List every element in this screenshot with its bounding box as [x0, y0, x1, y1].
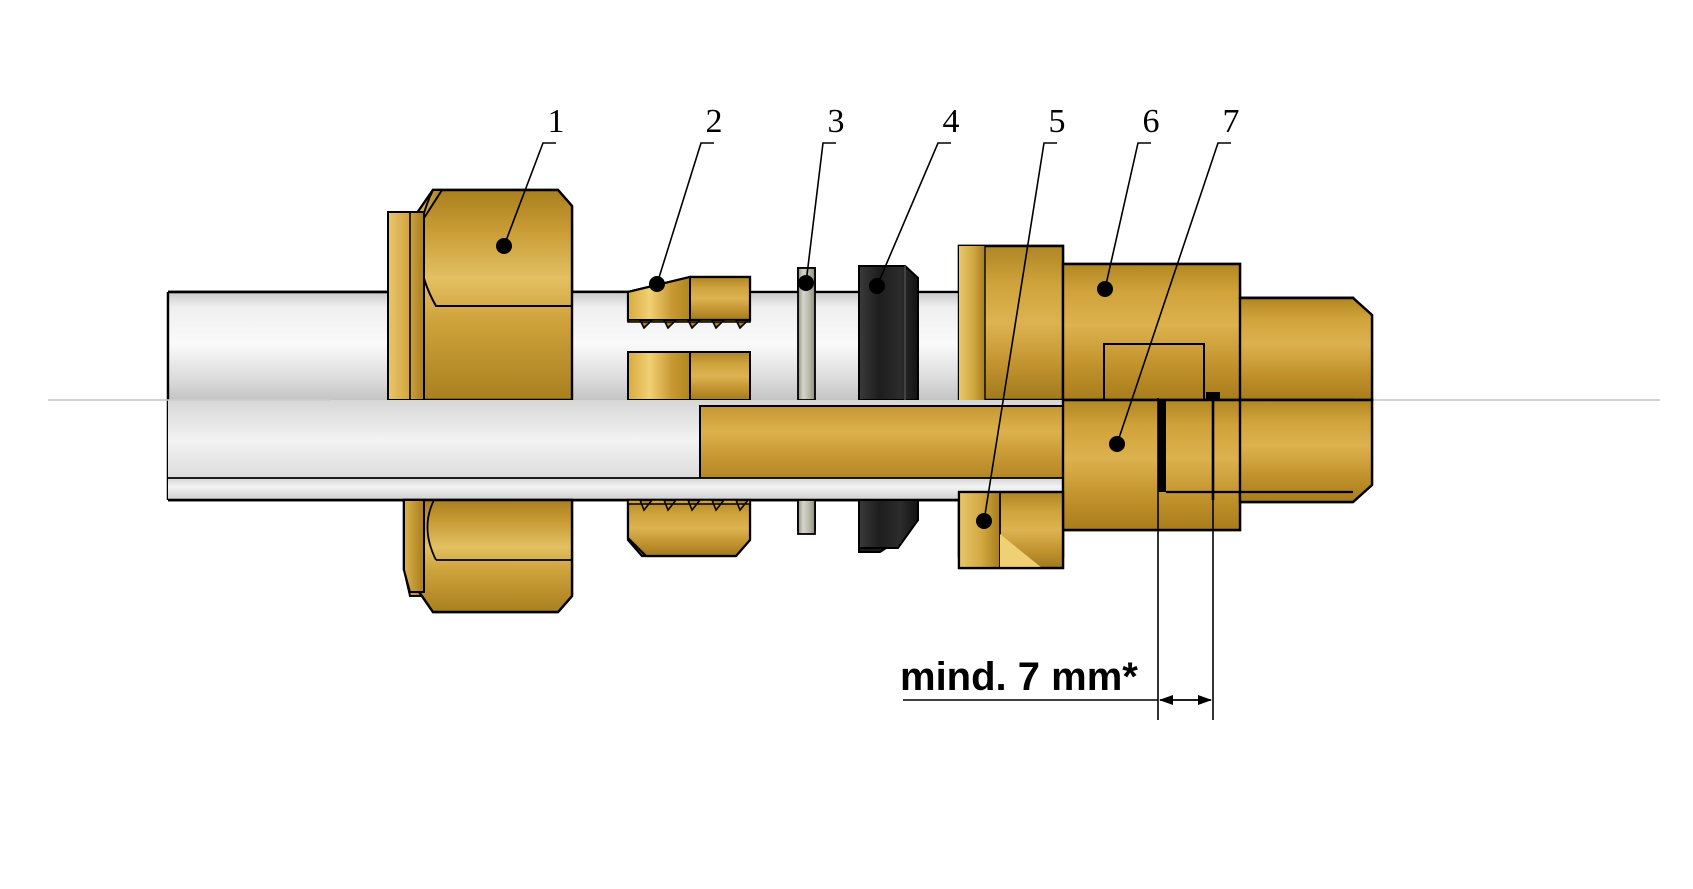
- leader-3: [805, 142, 836, 284]
- dimension-min-7mm: mind. 7 mm*: [900, 398, 1214, 720]
- leader-2: [656, 142, 714, 285]
- callout-label-4: 4: [943, 103, 960, 140]
- callout-label-6: 6: [1143, 103, 1160, 140]
- leader-6: [1104, 142, 1151, 290]
- leader-5: [983, 142, 1057, 522]
- callout-leaders: [503, 142, 1231, 522]
- callout-dot-6: [1097, 281, 1113, 297]
- callout-label-3: 3: [828, 103, 845, 140]
- callout-label-7: 7: [1223, 103, 1240, 140]
- callout-dot-5: [976, 513, 992, 529]
- leader-7: [1116, 142, 1231, 445]
- callout-dot-1: [496, 238, 512, 254]
- callout-dot-2: [649, 276, 665, 292]
- leader-1: [503, 142, 556, 247]
- overlay-parts: [168, 188, 1374, 614]
- callout-dot-4: [869, 278, 885, 294]
- callout-label-5: 5: [1049, 103, 1066, 140]
- leader-4: [876, 142, 951, 287]
- callout-dots: [496, 238, 1125, 529]
- callout-dot-7: [1109, 436, 1125, 452]
- dimension-label: mind. 7 mm*: [900, 655, 1138, 699]
- callout-dot-3: [798, 275, 814, 291]
- callout-label-1: 1: [548, 103, 565, 140]
- callout-label-2: 2: [706, 103, 723, 140]
